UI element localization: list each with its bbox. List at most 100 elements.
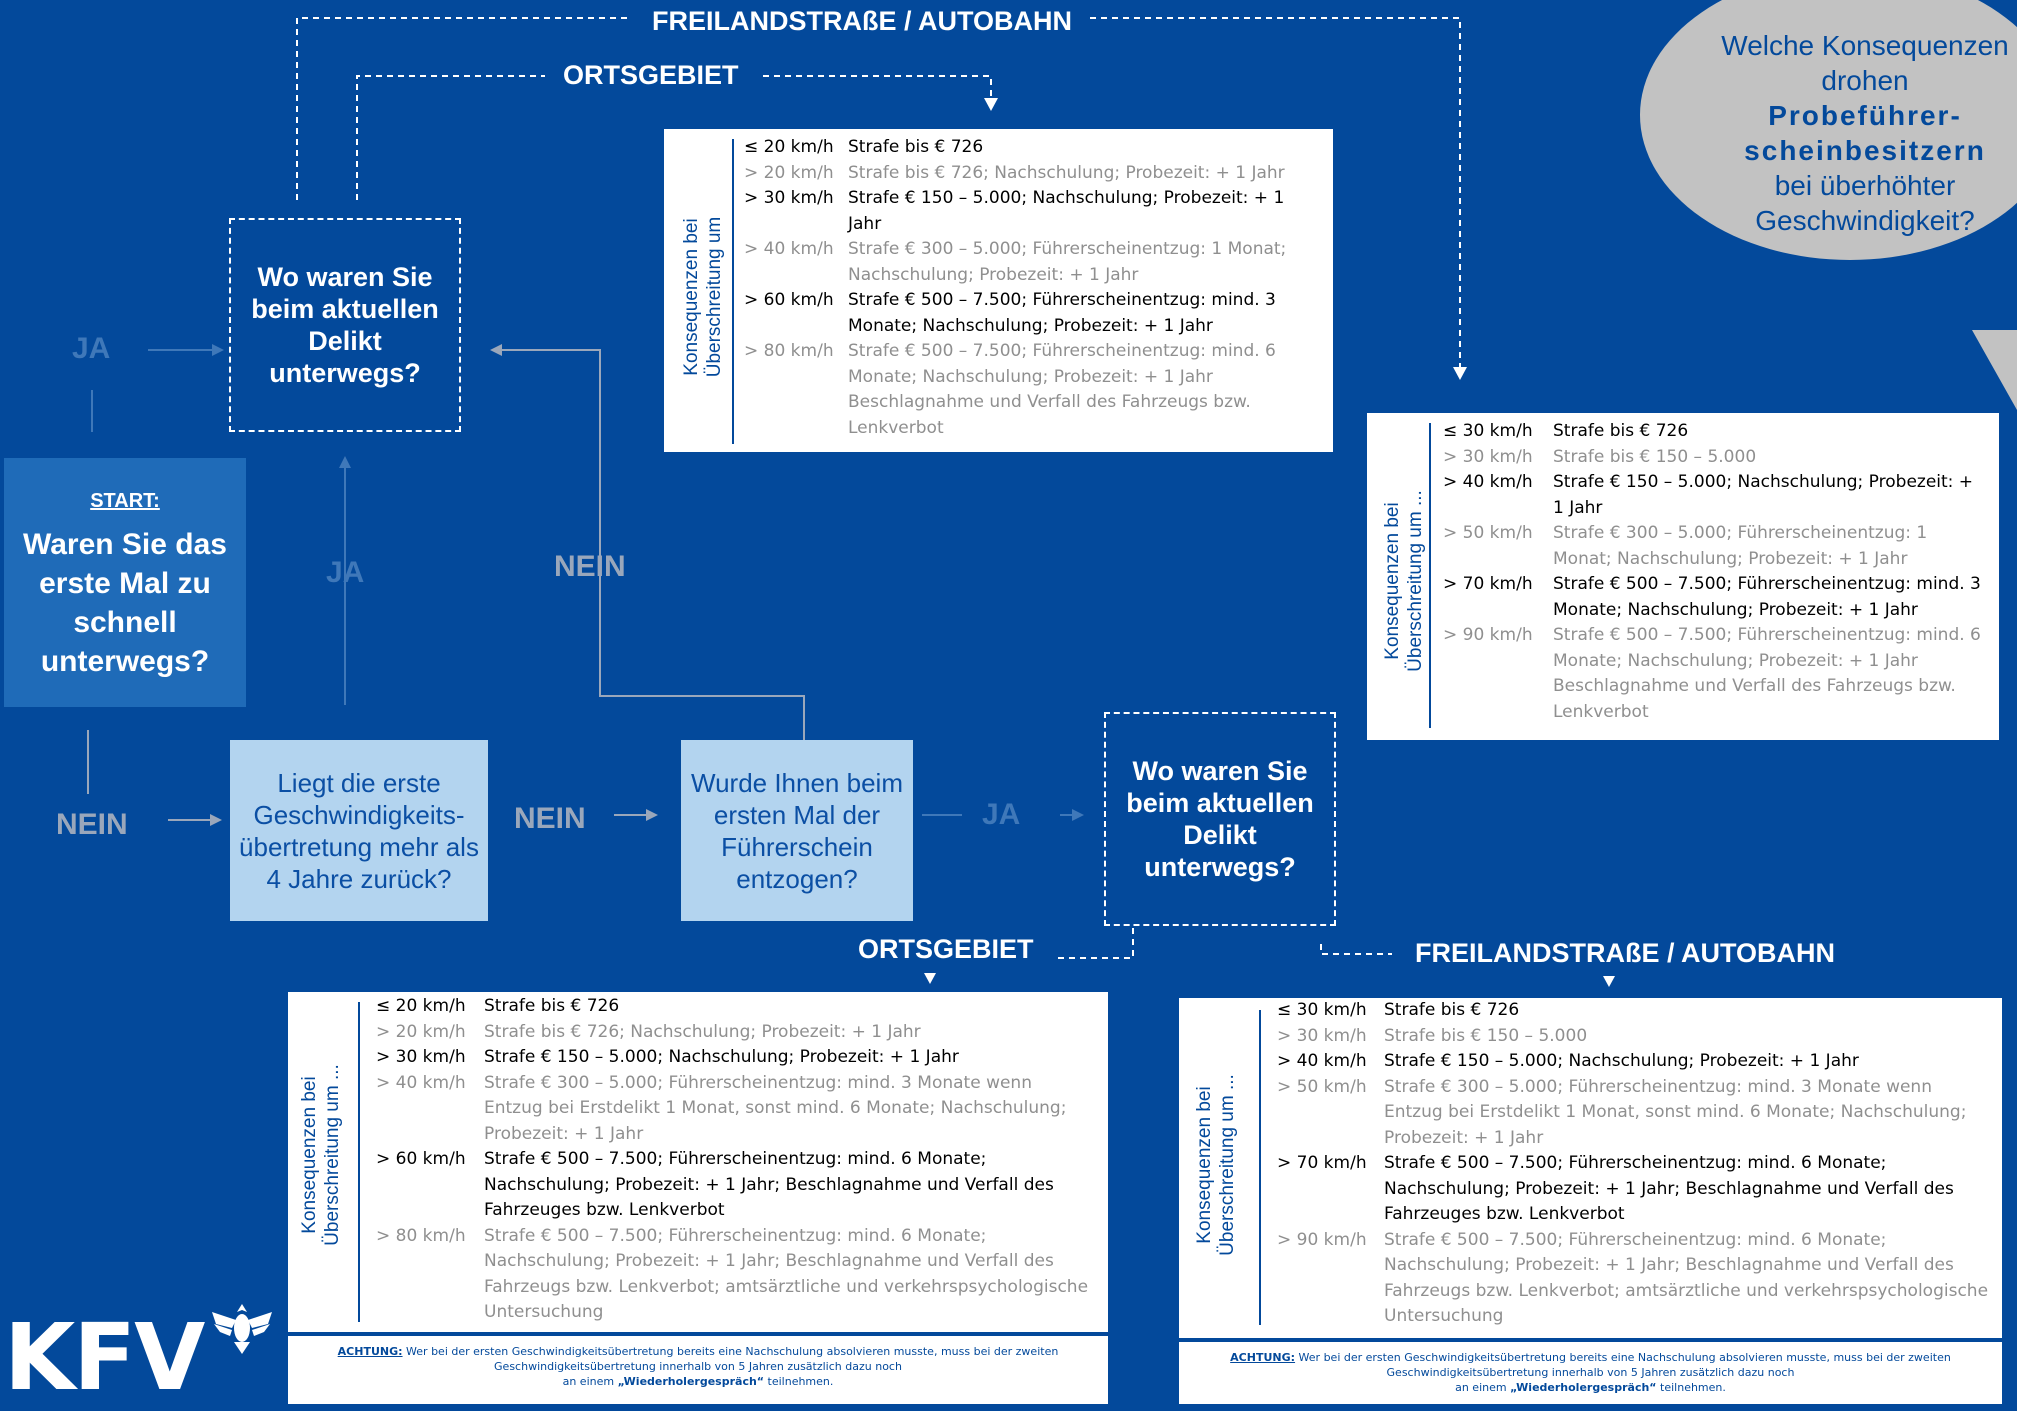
row-penalty: Strafe bis € 726; Nachschulung; Probezei…: [484, 1021, 921, 1042]
label-nein-mid: NEIN: [554, 550, 626, 583]
consequence-row: > 60 km/h Strafe € 500 – 7.500; Führersch…: [376, 1147, 1091, 1224]
row-threshold: > 30 km/h: [1443, 446, 1533, 467]
note-bottom-left: ACHTUNG: Wer bei der ersten Geschwindigk…: [288, 1336, 1108, 1404]
row-penalty: Strafe € 150 – 5.000; Nachschulung; Prob…: [1384, 1051, 1859, 1071]
consequence-row: > 70 km/h Strafe € 500 – 7.500; Führersch…: [1277, 1151, 1989, 1228]
row-penalty: Strafe € 150 – 5.000; Nachschulung; Prob…: [848, 188, 1285, 234]
panel-divider: [732, 139, 734, 444]
label-ja-left: JA: [72, 332, 111, 365]
row-penalty: Strafe € 500 – 7.500; Führerscheinentzug…: [484, 1225, 1089, 1323]
panel-divider: [1259, 1010, 1261, 1325]
row-threshold: > 50 km/h: [1277, 1076, 1367, 1097]
row-penalty: Strafe € 300 – 5.000; Führerscheinentzug…: [1553, 523, 1928, 569]
row-penalty: Strafe € 300 – 5.000; Führerscheinentzug…: [1384, 1076, 1967, 1148]
label-bottom-ortsgebiet: ORTSGEBIET: [858, 934, 1034, 964]
row-threshold: ≤ 30 km/h: [1443, 421, 1533, 441]
consequence-row: > 80 km/h Strafe € 500 – 7.500; Führersch…: [376, 1224, 1091, 1326]
row-threshold: > 30 km/h: [744, 188, 834, 208]
row-penalty: Strafe € 300 – 5.000; Führerscheinentzug…: [484, 1072, 1067, 1144]
row-threshold: > 30 km/h: [376, 1047, 466, 1067]
row-threshold: > 70 km/h: [1443, 574, 1533, 594]
bubble-line2: bei überhöhter Geschwindigkeit?: [1755, 170, 1975, 236]
label-ja-mid: JA: [326, 556, 365, 589]
row-threshold: > 80 km/h: [376, 1225, 466, 1246]
label-nein-left: NEIN: [56, 808, 128, 841]
row-threshold: > 60 km/h: [744, 290, 834, 310]
row-penalty: Strafe € 150 – 5.000; Nachschulung; Prob…: [1553, 472, 1974, 518]
row-penalty: Strafe € 500 – 7.500; Führerscheinentzug…: [1553, 574, 1981, 620]
row-threshold: > 20 km/h: [376, 1021, 466, 1042]
label-top-freiland: FREILANDSTRAßE / AUTOBAHN: [652, 6, 1072, 36]
consequence-row: > 40 km/h Strafe € 300 – 5.000; Führersch…: [744, 237, 1322, 288]
consequence-row: > 30 km/h Strafe bis € 150 – 5.000: [1443, 445, 1988, 471]
question-license-revoked: Wurde Ihnen beim ersten Mal der Führersc…: [681, 740, 913, 921]
consequence-row: > 30 km/h Strafe € 150 – 5.000; Nachschul…: [376, 1045, 1091, 1071]
consequence-row: > 30 km/h Strafe € 150 – 5.000; Nachschul…: [744, 186, 1322, 237]
row-threshold: ≤ 20 km/h: [376, 996, 466, 1016]
row-threshold: > 40 km/h: [376, 1072, 466, 1093]
bubble-bold: Probeführer-scheinbesitzern: [1744, 100, 1986, 166]
label-nein-bottom: NEIN: [514, 802, 586, 835]
bubble-question: Welche Konsequenzen drohen Probeführer-s…: [1700, 28, 2017, 238]
row-penalty: Strafe bis € 726: [484, 996, 620, 1016]
consequence-row: > 50 km/h Strafe € 300 – 5.000; Führersch…: [1443, 521, 1988, 572]
question-where-bottom: Wo waren Sie beim aktuellen Delikt unter…: [1104, 712, 1336, 926]
row-penalty: Strafe € 500 – 7.500; Führerscheinentzug…: [848, 290, 1276, 336]
row-penalty: Strafe bis € 726: [848, 137, 984, 157]
row-penalty: Strafe € 500 – 7.500; Führerscheinentzug…: [1384, 1153, 1954, 1224]
consequence-row: > 40 km/h Strafe € 150 – 5.000; Nachschul…: [1443, 470, 1988, 521]
row-penalty: Strafe € 500 – 7.500; Führerscheinentzug…: [1384, 1229, 1989, 1327]
start-label: START:: [90, 490, 160, 512]
start-box: START: Waren Sie das erste Mal zu schnel…: [4, 458, 246, 707]
note-bottom-right: ACHTUNG: Wer bei der ersten Geschwindigk…: [1179, 1342, 2002, 1404]
consequence-row: > 70 km/h Strafe € 500 – 7.500; Führersch…: [1443, 572, 1988, 623]
question-four-years: Liegt die erste Geschwindigkeits-übertre…: [230, 740, 488, 921]
question-where-top: Wo waren Sie beim aktuellen Delikt unter…: [229, 218, 461, 432]
row-penalty: Strafe € 500 – 7.500; Führerscheinentzug…: [1553, 625, 1981, 722]
row-penalty: Strafe bis € 726: [1384, 1000, 1520, 1020]
label-bottom-freiland: FREILANDSTRAßE / AUTOBAHN: [1415, 938, 1835, 968]
row-penalty: Strafe bis € 726; Nachschulung; Probezei…: [848, 162, 1285, 183]
row-threshold: > 50 km/h: [1443, 523, 1533, 543]
row-penalty: Strafe bis € 150 – 5.000: [1384, 1025, 1588, 1046]
row-penalty: Strafe € 300 – 5.000; Führerscheinentzug…: [848, 239, 1287, 285]
speech-bubble-tail: [1972, 330, 2017, 410]
row-threshold: > 40 km/h: [744, 239, 834, 259]
row-penalty: Strafe € 500 – 7.500; Führerscheinentzug…: [484, 1149, 1054, 1220]
panel-divider: [358, 1002, 360, 1322]
kfv-logo: KFV: [4, 1304, 205, 1411]
row-threshold: > 40 km/h: [1443, 472, 1533, 492]
consequence-row: ≤ 20 km/h Strafe bis € 726: [376, 994, 1091, 1020]
consequence-row: ≤ 20 km/h Strafe bis € 726: [744, 135, 1322, 161]
consequence-row: > 20 km/h Strafe bis € 726; Nachschulung;…: [376, 1020, 1091, 1046]
row-threshold: > 60 km/h: [376, 1149, 466, 1169]
panel-divider: [1429, 423, 1431, 728]
start-question: Waren Sie das erste Mal zu schnell unter…: [23, 528, 227, 678]
row-penalty: Strafe € 150 – 5.000; Nachschulung; Prob…: [484, 1047, 959, 1067]
consequence-row: > 40 km/h Strafe € 300 – 5.000; Führersch…: [376, 1071, 1091, 1148]
consequence-row: > 50 km/h Strafe € 300 – 5.000; Führersch…: [1277, 1075, 1989, 1152]
row-threshold: > 90 km/h: [1443, 625, 1533, 645]
row-threshold: ≤ 20 km/h: [744, 137, 834, 157]
row-penalty: Strafe bis € 150 – 5.000: [1553, 446, 1757, 467]
bubble-line1: Welche Konsequenzen drohen: [1721, 30, 2009, 96]
speech-bubble: [1640, 0, 2017, 260]
row-threshold: > 70 km/h: [1277, 1153, 1367, 1173]
row-penalty: Strafe bis € 726: [1553, 421, 1689, 441]
consequence-row: ≤ 30 km/h Strafe bis € 726: [1443, 419, 1988, 445]
